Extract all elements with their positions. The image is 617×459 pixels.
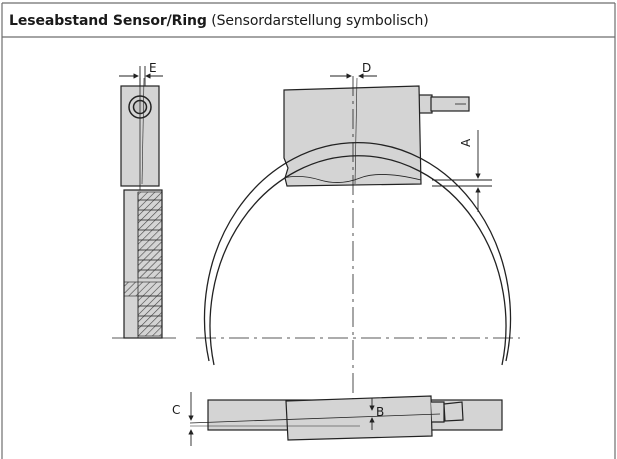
caption-title: Leseabstand Sensor/Ring [9, 13, 207, 29]
side-view-ring [112, 189, 178, 339]
dimension-a [432, 130, 492, 212]
figure-caption: Leseabstand Sensor/Ring (Sensordarstellu… [9, 13, 429, 29]
label-d: D [362, 61, 371, 75]
dimension-e [119, 66, 163, 86]
front-view-sensor [283, 76, 470, 410]
label-e: E [149, 61, 157, 75]
caption-subtitle: (Sensordarstellung symbolisch) [211, 13, 429, 29]
ring-arc [196, 141, 520, 366]
bottom-view [189, 395, 503, 441]
label-c: C [172, 403, 180, 417]
label-b: B [376, 405, 384, 419]
label-a: A [459, 138, 473, 147]
side-view-sensor [120, 77, 160, 190]
